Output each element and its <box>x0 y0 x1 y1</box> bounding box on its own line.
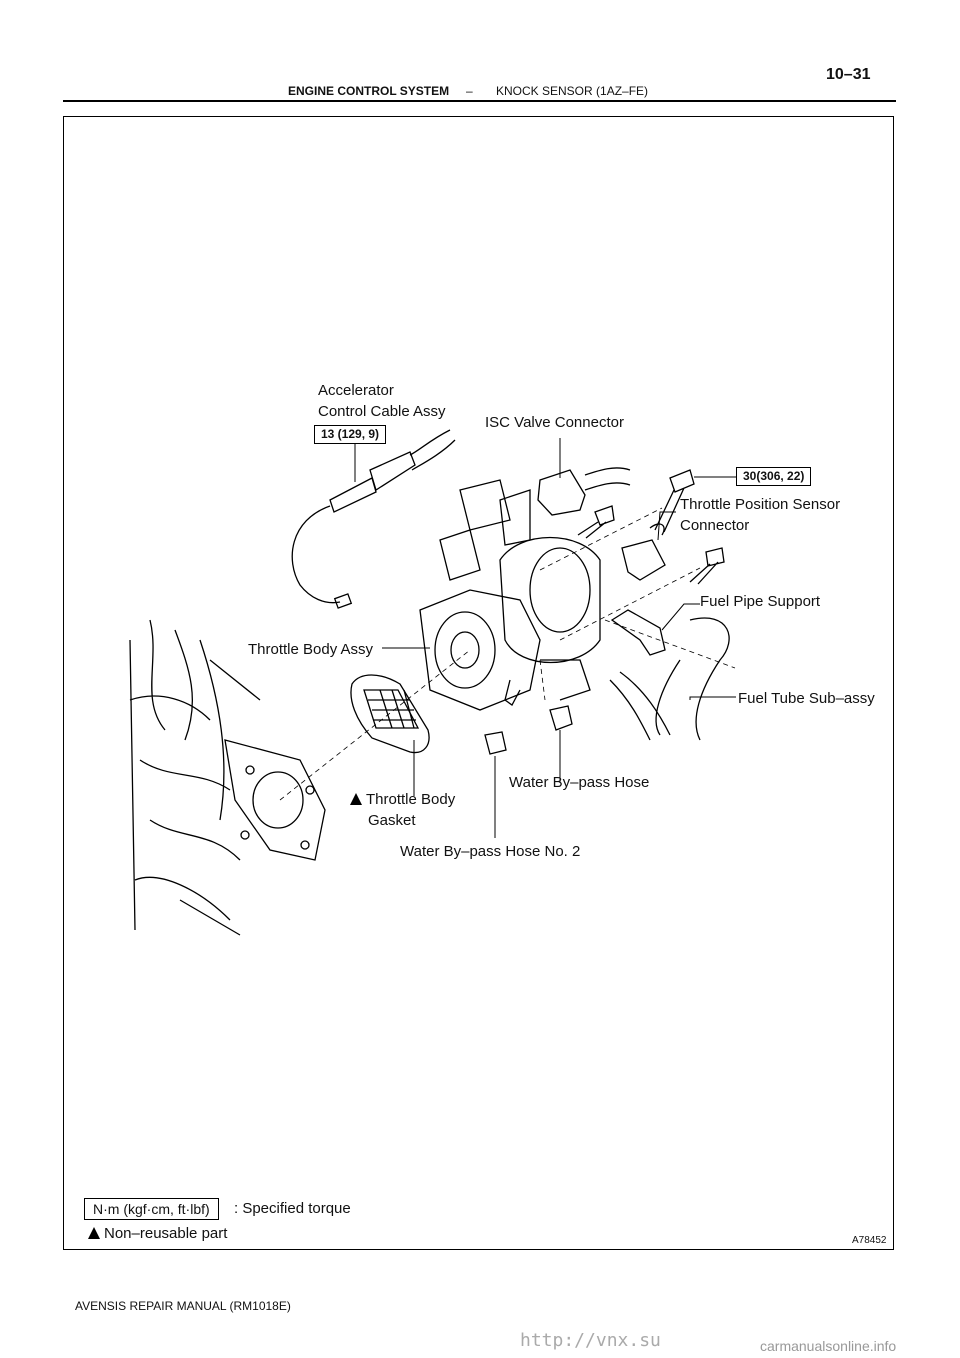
gasket-drawing <box>350 674 430 754</box>
header-rule <box>63 100 896 102</box>
legend-unit-box: N·m (kgf·cm, ft·lbf) <box>84 1198 219 1220</box>
throttle-body-drawing <box>419 479 601 711</box>
label-accelerator-cable-line1: Accelerator <box>318 382 394 399</box>
tps-connector-drawing <box>621 523 666 581</box>
label-throttle-body: Throttle Body Assy <box>248 641 374 658</box>
torque-spec-bolts: 30(306, 22) <box>736 467 812 486</box>
isc-connector-drawing <box>537 467 631 516</box>
label-water-bypass-hose: Water By–pass Hose <box>509 774 650 791</box>
legend-specified-torque: : Specified torque <box>234 1200 351 1217</box>
label-tps-connector-line1: Throttle Position Sensor <box>680 496 841 513</box>
label-water-bypass-hose-no2: Water By–pass Hose No. 2 <box>400 843 581 860</box>
bolts-drawing <box>577 469 725 585</box>
footer-manual: AVENSIS REPAIR MANUAL (RM1018E) <box>75 1299 291 1313</box>
label-accelerator-cable-line2: Control Cable Assy <box>318 403 446 420</box>
fuel-tube-drawing <box>609 609 730 741</box>
label-fuel-tube: Fuel Tube Sub–assy <box>738 690 875 707</box>
label-isc-connector: ISC Valve Connector <box>485 414 624 431</box>
figure-id: A78452 <box>852 1235 887 1246</box>
header-dash: – <box>466 84 473 98</box>
page-number: 10–31 <box>826 66 871 83</box>
intake-manifold-drawing <box>129 619 326 936</box>
hose-clips-drawing <box>484 705 573 755</box>
legend-non-reusable: Non–reusable part <box>88 1225 227 1242</box>
torque-spec-cable: 13 (129, 9) <box>314 425 387 444</box>
accelerator-cable-drawing <box>291 429 456 609</box>
label-gasket-line2: Gasket <box>368 812 416 829</box>
label-tps-connector-line2: Connector <box>680 517 750 534</box>
label-fuel-pipe-support: Fuel Pipe Support <box>700 593 821 610</box>
figure-frame <box>63 116 894 1250</box>
non-reusable-triangle-icon <box>88 1227 100 1239</box>
watermark-link[interactable]: http://vnx.su <box>520 1330 661 1351</box>
header-subsection: KNOCK SENSOR (1AZ–FE) <box>496 84 649 98</box>
header-section: ENGINE CONTROL SYSTEM <box>288 84 450 98</box>
watermark-site[interactable]: carmanualsonline.info <box>760 1338 897 1354</box>
non-reusable-triangle-icon <box>350 793 362 805</box>
label-gasket-line1: Throttle Body <box>350 789 455 810</box>
